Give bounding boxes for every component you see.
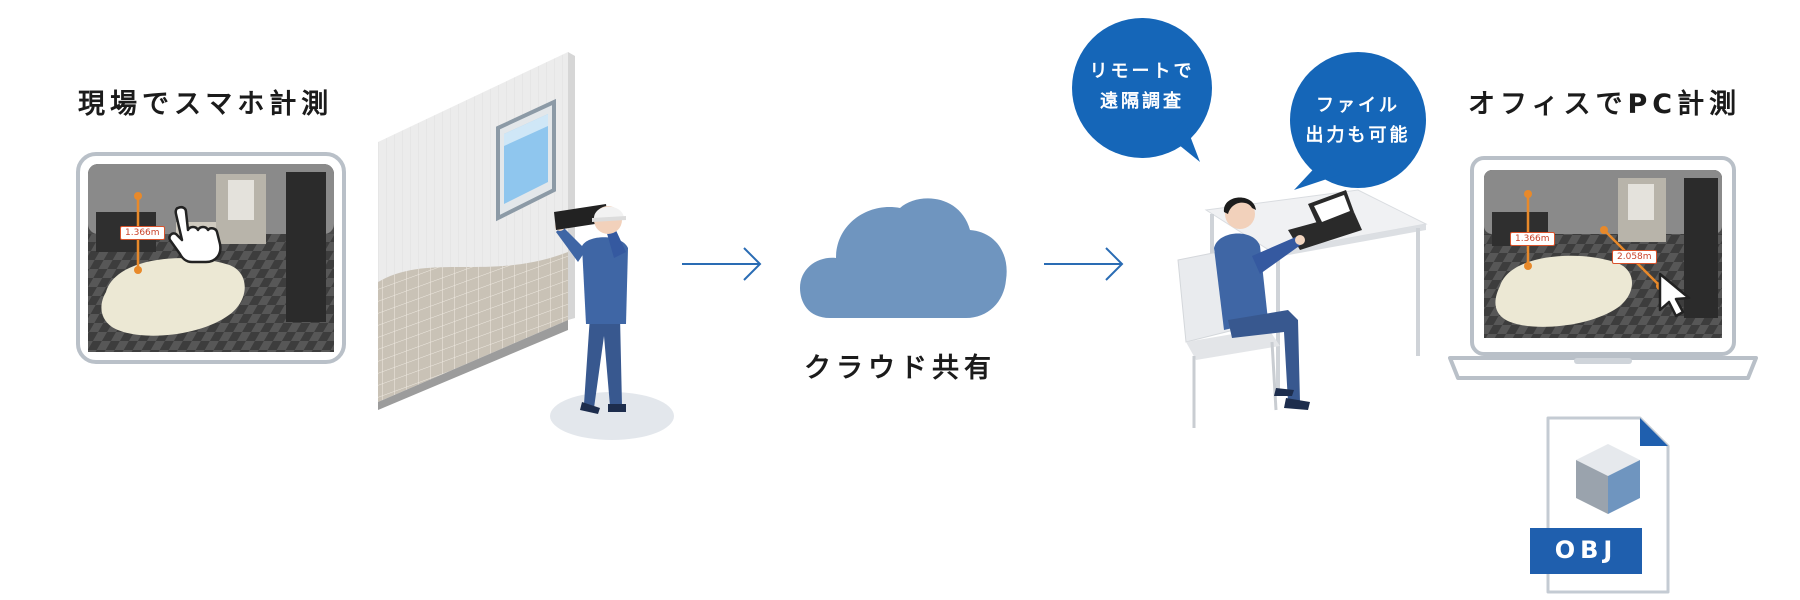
person-with-tablet	[550, 204, 674, 440]
left-step-title: 現場でスマホ計測	[78, 89, 334, 120]
pc-measure-label-left: 1.366m	[1510, 232, 1555, 246]
pc-measure-label-right: 2.058m	[1612, 250, 1657, 264]
file-bubble-line2: 出力も可能	[1305, 125, 1411, 146]
file-bubble-line1: ファイル	[1316, 95, 1400, 116]
obj-file-label: OBJ	[1554, 536, 1618, 564]
cloud-icon	[800, 198, 1007, 318]
remote-bubble-line1: リモートで	[1089, 61, 1195, 82]
arrow-right-icon	[682, 247, 762, 281]
obj-file-icon: OBJ	[1528, 416, 1672, 596]
pc-laptop: 1.366m 2.058m	[1448, 154, 1758, 384]
hand-pointer-icon	[168, 205, 222, 264]
file-export-bubble: ファイル 出力も可能	[1280, 48, 1430, 198]
cursor-arrow-icon	[1658, 272, 1691, 318]
arrow-right-icon	[1044, 247, 1124, 281]
phone-screen: 1.366m	[76, 152, 346, 364]
person-at-desk	[1177, 189, 1428, 428]
cloud-share-label: クラウド共有	[804, 353, 996, 384]
right-step-title: オフィスでPC計測	[1468, 89, 1742, 120]
remote-bubble-line2: 遠隔調査	[1100, 91, 1184, 112]
wall-illustration	[378, 52, 575, 410]
phone-measure-label: 1.366m	[120, 226, 165, 240]
remote-survey-bubble: リモートで 遠隔調査	[1070, 16, 1220, 166]
